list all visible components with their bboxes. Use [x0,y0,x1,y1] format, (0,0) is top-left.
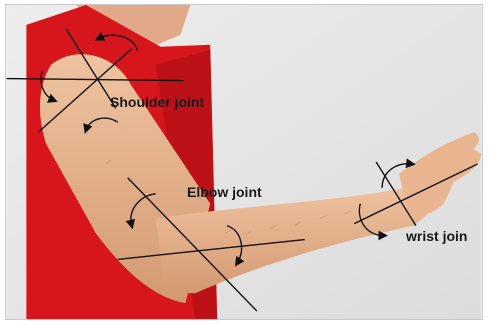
arm-joints-photo: Shoulder joint Elbow joint wrist join [5,4,483,320]
wrist-joint-label: wrist join [406,229,467,243]
shoulder-joint-label: Shoulder joint [110,95,204,109]
elbow-joint-label: Elbow joint [187,185,262,199]
arm-photo-illustration [6,5,482,319]
